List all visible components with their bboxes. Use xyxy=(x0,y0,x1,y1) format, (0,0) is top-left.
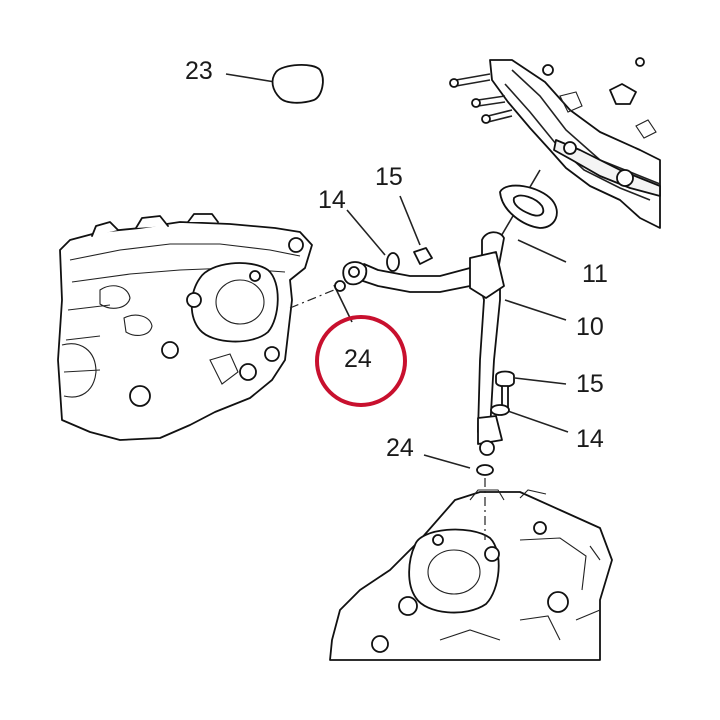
callout-14-top: 14 xyxy=(318,186,346,214)
part-23-cap xyxy=(271,64,324,104)
part-14-washer-top xyxy=(386,252,400,272)
part-10-oil-pipe xyxy=(342,231,505,456)
part-24-oring-upper xyxy=(334,280,346,292)
callout-24-bottom: 24 xyxy=(386,434,414,462)
callout-15-mid: 15 xyxy=(576,370,604,398)
callout-24-highlighted: 24 xyxy=(344,345,372,373)
callout-15-top: 15 xyxy=(375,163,403,191)
callout-23: 23 xyxy=(185,57,213,85)
part-15-bolt-top xyxy=(413,247,433,265)
part-15-bolt-mid xyxy=(495,370,515,411)
part-11-grommet xyxy=(499,184,558,229)
callout-11: 11 xyxy=(582,260,608,288)
lower-cylinder xyxy=(329,489,613,661)
part-14-washer-mid xyxy=(490,404,510,416)
highlight-circle xyxy=(315,315,407,407)
callout-10: 10 xyxy=(576,313,604,341)
part-24-oring-lower xyxy=(476,464,494,476)
valve-cover xyxy=(449,57,661,229)
left-cylinder-head xyxy=(57,213,313,441)
callout-14-mid: 14 xyxy=(576,425,604,453)
